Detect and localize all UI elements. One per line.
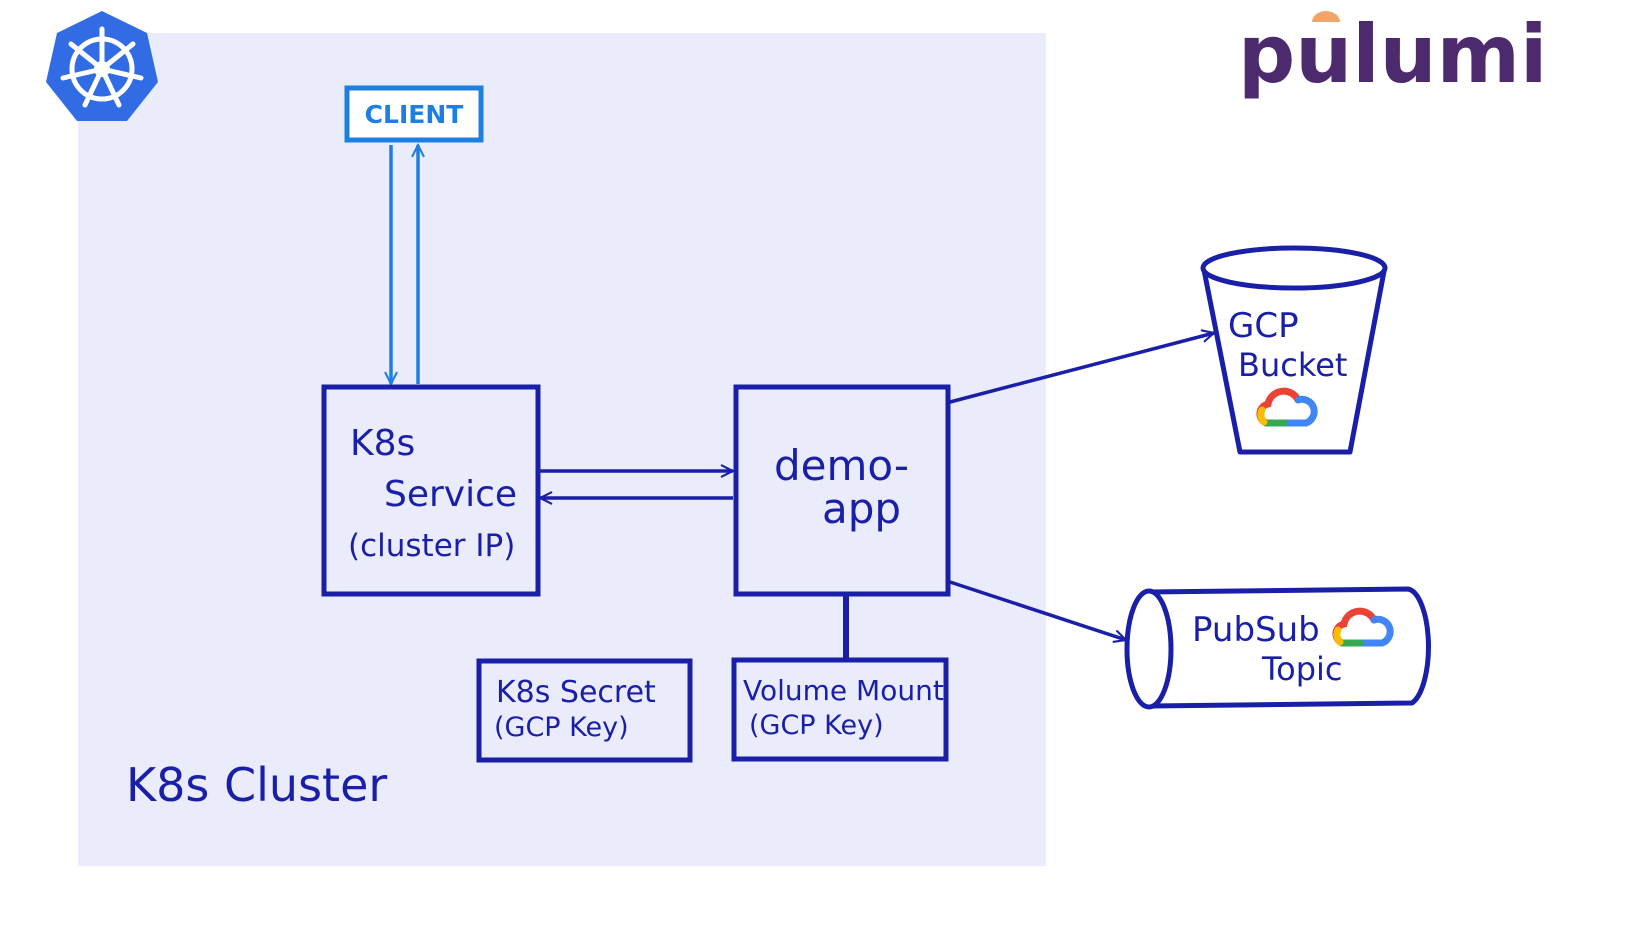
- service-line2: Service: [384, 474, 517, 515]
- bucket-line1: GCP: [1228, 306, 1299, 346]
- k8s-service-box: [321, 384, 541, 597]
- volume-line2: (GCP Key): [749, 710, 884, 741]
- pubsub-line1: PubSub: [1192, 610, 1320, 650]
- pubsub-topic-shape: [1124, 586, 1431, 710]
- google-cloud-icon: [1332, 607, 1394, 647]
- k8s-secret-box: [476, 658, 693, 763]
- client-label: CLIENT: [365, 100, 464, 129]
- secret-line2: (GCP Key): [494, 712, 629, 743]
- demo-app-box: [733, 384, 951, 597]
- app-line2: app: [822, 484, 901, 533]
- app-line1: demo-: [774, 441, 909, 490]
- service-line1: K8s: [350, 423, 415, 464]
- gcp-bucket-shape: [1200, 245, 1388, 455]
- pubsub-line2: Topic: [1261, 650, 1342, 688]
- cluster-boundary: [78, 33, 1046, 866]
- service-line3: (cluster IP): [348, 528, 515, 564]
- svg-text:pulumi: pulumi: [1238, 8, 1547, 101]
- volume-line1: Volume Mount: [743, 674, 944, 707]
- cluster-label: K8s Cluster: [126, 758, 387, 812]
- pulumi-logo: pulumi: [1238, 8, 1547, 101]
- app-to-bucket-arrow: [949, 333, 1214, 404]
- google-cloud-icon: [1256, 387, 1318, 427]
- kubernetes-icon: [46, 11, 158, 121]
- app-to-pubsub-arrow: [949, 580, 1126, 640]
- volume-mount-box: [731, 657, 949, 762]
- bucket-line2: Bucket: [1238, 346, 1347, 384]
- secret-line1: K8s Secret: [496, 675, 656, 710]
- client-box: [344, 85, 484, 143]
